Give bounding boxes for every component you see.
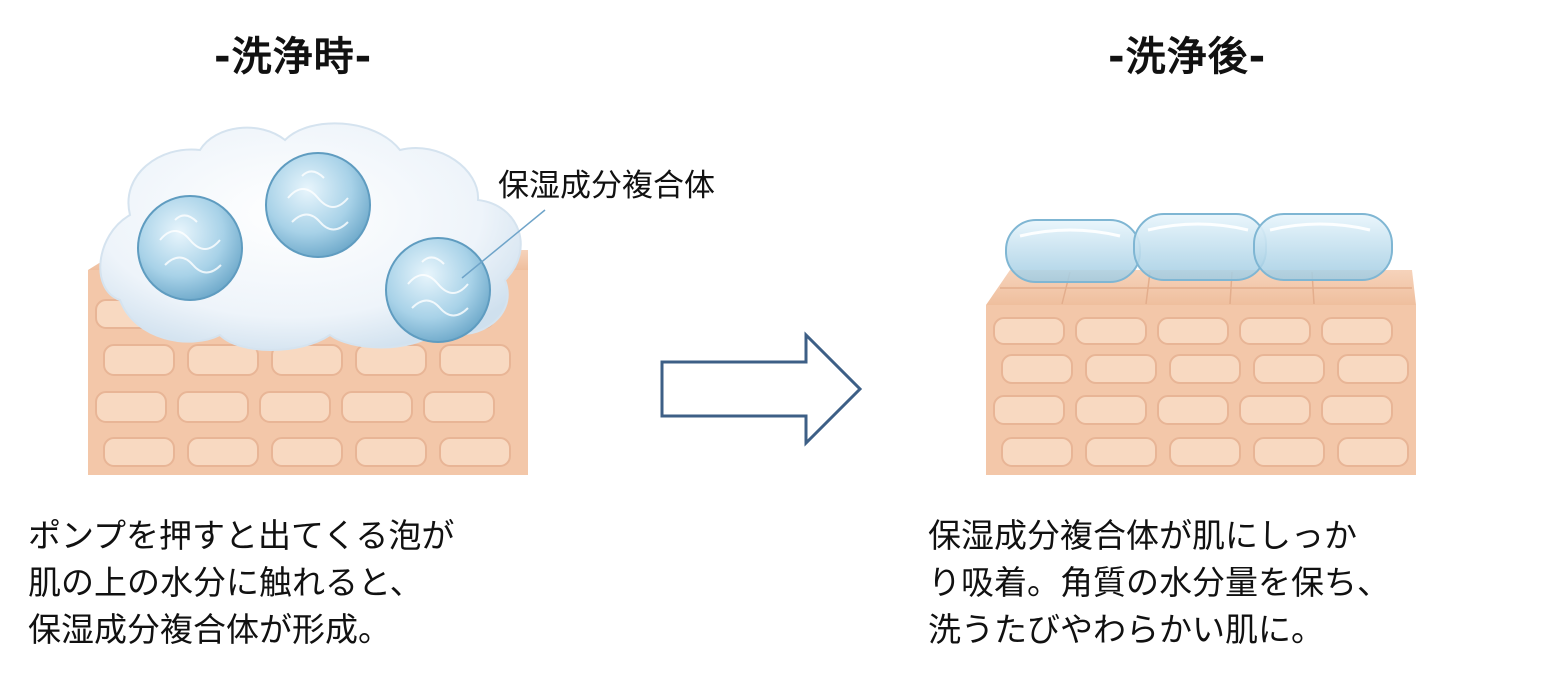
process-arrow	[660, 331, 863, 447]
left-description-line: 保湿成分複合体が形成。	[28, 610, 391, 649]
right-description-line: 保湿成分複合体が肌にしっか	[928, 516, 1357, 555]
left-panel-title: -洗浄時-	[214, 34, 373, 80]
moisture-spheres-left	[137, 152, 491, 343]
right-skin-block	[986, 270, 1416, 475]
moisture-blob	[1253, 213, 1393, 281]
right-description: 保湿成分複合体が肌にしっか り吸着。角質の水分量を保ち、 洗うたびやわらかい肌に…	[928, 512, 1390, 653]
right-description-line: り吸着。角質の水分量を保ち、	[928, 563, 1390, 602]
moisture-sphere	[137, 195, 243, 301]
adsorbed-moisture-layer	[1005, 213, 1393, 283]
left-description-line: ポンプを押すと出てくる泡が	[28, 516, 455, 555]
callout-line	[461, 209, 546, 279]
left-description-line: 肌の上の水分に触れると、	[28, 563, 423, 602]
callout-label: 保湿成分複合体	[498, 168, 715, 204]
moisture-sphere	[385, 237, 491, 343]
right-description-line: 洗うたびやわらかい肌に。	[928, 610, 1324, 649]
moisture-sphere	[265, 152, 371, 258]
left-description: ポンプを押すと出てくる泡が 肌の上の水分に触れると、 保湿成分複合体が形成。	[28, 512, 454, 653]
right-panel-title: -洗浄後-	[1108, 34, 1267, 80]
